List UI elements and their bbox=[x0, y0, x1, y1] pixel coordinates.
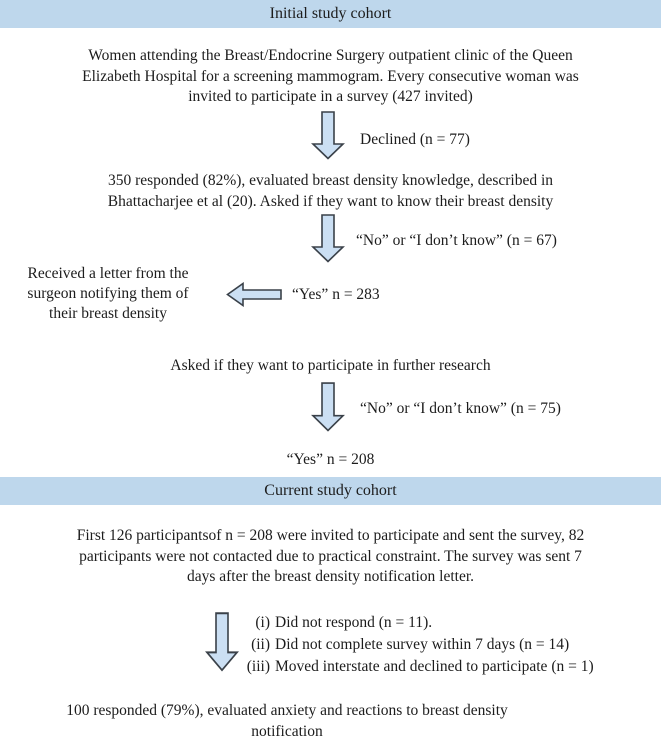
invited-cohort-text: Women attending the Breast/Endocrine Sur… bbox=[82, 47, 579, 105]
exclusion-item: (i) Did not respond (n = 11). bbox=[238, 612, 594, 634]
exclusion-marker: (iii) bbox=[246, 658, 270, 675]
no-dontknow-75-label: “No” or “I don’t know” (n = 75) bbox=[360, 400, 561, 417]
exclusion-marker: (i) bbox=[255, 614, 270, 631]
invited-126-text: First 126 participantsof n = 208 were in… bbox=[76, 527, 585, 585]
exclusion-text: Did not respond (n = 11). bbox=[275, 614, 433, 631]
down-arrow-icon bbox=[205, 612, 239, 672]
exclusion-text: Moved interstate and declined to partici… bbox=[275, 658, 594, 675]
down-arrow-icon bbox=[311, 382, 345, 432]
declined-label: Declined (n = 77) bbox=[360, 131, 470, 148]
exclusion-text: Did not complete survey within 7 days (n… bbox=[275, 636, 570, 653]
current-cohort-title: Current study cohort bbox=[264, 482, 397, 499]
exclusion-item: (ii) Did not complete survey within 7 da… bbox=[238, 634, 594, 656]
yes-208-label: “Yes” n = 208 bbox=[286, 451, 375, 468]
down-arrow-icon bbox=[311, 111, 345, 160]
further-research-text: Asked if they want to participate in fur… bbox=[170, 357, 491, 374]
left-arrow-icon bbox=[226, 282, 282, 307]
initial-cohort-title: Initial study cohort bbox=[269, 5, 392, 22]
yes-283-label: “Yes” n = 283 bbox=[292, 286, 380, 303]
current-cohort-header-bar: Current study cohort bbox=[0, 477, 661, 505]
down-arrow-icon bbox=[311, 214, 345, 263]
exclusion-item: (iii) Moved interstate and declined to p… bbox=[238, 656, 594, 678]
letter-from-surgeon-text: Received a letter from the surgeon notif… bbox=[27, 265, 189, 322]
exclusion-marker: (ii) bbox=[251, 636, 270, 653]
exclusion-list: (i) Did not respond (n = 11). (ii) Did n… bbox=[238, 612, 594, 678]
no-dontknow-67-label: “No” or “I don’t know” (n = 67) bbox=[356, 232, 557, 249]
initial-cohort-header-bar: Initial study cohort bbox=[0, 0, 661, 28]
responded-350-text: 350 responded (82%), evaluated breast de… bbox=[107, 172, 554, 210]
responded-100-text: 100 responded (79%), evaluated anxiety a… bbox=[66, 702, 508, 736]
